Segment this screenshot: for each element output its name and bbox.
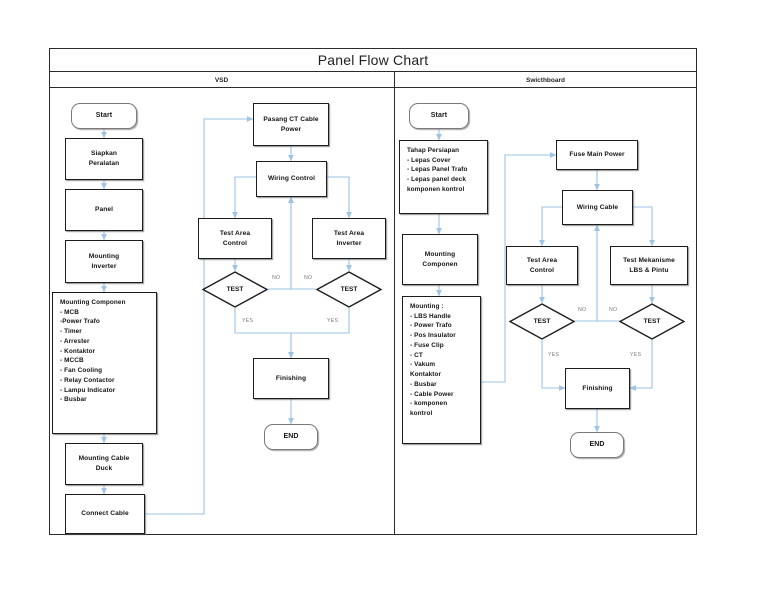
switchboard-test-decision-left[interactable]: TEST: [509, 303, 575, 340]
vsd-finishing-box[interactable]: Finishing: [253, 358, 329, 399]
list-item: - Lepas Cover: [407, 156, 451, 164]
vsd-test-decision-left[interactable]: TEST: [202, 271, 268, 308]
switchboard-edge-label-yes-left: YES: [548, 352, 560, 358]
vsd-end-terminal[interactable]: END: [264, 424, 318, 450]
vsd-mounting-cable-duck-box[interactable]: Mounting Cable Duck: [65, 443, 143, 485]
list-item: - MCB: [60, 308, 79, 316]
decision-label: TEST: [533, 318, 551, 325]
switchboard-fuse-main-power-box[interactable]: Fuse Main Power: [556, 140, 638, 170]
list-item: - Power Trafo: [410, 322, 452, 330]
list-item: Kontaktor: [410, 371, 442, 379]
list-item: - Kontaktor: [60, 347, 96, 355]
list-item: - Fuse Clip: [410, 341, 444, 349]
column-divider: [394, 72, 395, 535]
list-item: - Lepas panel deck: [407, 176, 466, 184]
list-item: - Pos Insulator: [410, 332, 456, 340]
vsd-panel-box[interactable]: Panel: [65, 189, 143, 231]
switchboard-start-terminal[interactable]: Start: [409, 103, 469, 129]
switchboard-end-terminal[interactable]: END: [570, 432, 624, 458]
switchboard-finishing-box[interactable]: Finishing: [565, 368, 630, 409]
vsd-wiring-control-box[interactable]: Wiring Control: [256, 161, 327, 197]
vsd-test-area-inverter-box[interactable]: Test Area Inverter: [312, 218, 386, 259]
switchboard-edge-label-yes-right: YES: [630, 352, 642, 358]
vsd-edge-label-no-left: NO: [272, 275, 281, 281]
decision-label: TEST: [226, 286, 244, 293]
list-item: - Vakum: [410, 361, 436, 369]
list-item: - MCCB: [60, 357, 84, 365]
column-header-row: VSD Swicthboard: [49, 72, 697, 88]
list-item: komponen kontrol: [407, 185, 465, 193]
vsd-test-area-control-box[interactable]: Test Area Control: [198, 218, 272, 259]
list-item: - Lampu Indicator: [60, 386, 116, 394]
vsd-siapkan-peralatan-box[interactable]: Siapkan Peralatan: [65, 138, 143, 180]
list-item: - CT: [410, 351, 423, 359]
list-item: - Timer: [60, 328, 82, 336]
vsd-connect-cable-box[interactable]: Connect Cable: [65, 494, 145, 534]
list-item: - Busbar: [410, 380, 437, 388]
list-heading: Mounting Componen: [60, 299, 126, 306]
column-header-vsd: VSD: [214, 76, 229, 84]
switchboard-mounting-componen-box[interactable]: Mounting Componen: [402, 234, 478, 285]
switchboard-edge-label-no-left: NO: [578, 307, 587, 313]
list-item: - Fan Cooling: [60, 367, 103, 375]
switchboard-test-area-control-box[interactable]: Test Area Control: [506, 246, 578, 285]
vsd-start-terminal[interactable]: Start: [71, 103, 137, 129]
list-item: - Lepas Panel Trafo: [407, 166, 468, 174]
list-item: - Cable Power: [410, 390, 454, 398]
list-item: -Power Trafo: [60, 318, 100, 326]
list-item: - Busbar: [60, 396, 87, 404]
list-item: - LBS Handle: [410, 312, 451, 320]
switchboard-tahap-persiapan-box[interactable]: Tahap Persiapan - Lepas Cover - Lepas Pa…: [399, 140, 488, 214]
page-title: Panel Flow Chart: [317, 51, 429, 68]
vsd-edge-label-yes-left: YES: [242, 318, 254, 324]
column-header-switchboard: Swicthboard: [525, 76, 565, 84]
list-heading: Tahap Persiapan: [407, 147, 460, 154]
list-item: - Arrester: [60, 337, 90, 345]
chart-title-row: Panel Flow Chart: [49, 48, 697, 72]
switchboard-edge-label-no-right: NO: [609, 307, 618, 313]
list-item: - komponen: [410, 400, 448, 408]
vsd-edge-label-yes-right: YES: [327, 318, 339, 324]
switchboard-wiring-cable-box[interactable]: Wiring Cable: [562, 190, 633, 225]
list-heading: Mounting :: [410, 303, 444, 310]
vsd-pasang-ct-cable-power-box[interactable]: Pasang CT Cable Power: [253, 103, 329, 146]
vsd-mounting-componen-list[interactable]: Mounting Componen - MCB -Power Trafo - T…: [52, 292, 157, 434]
list-item: kontrol: [410, 410, 433, 418]
switchboard-mounting-list-box[interactable]: Mounting : - LBS Handle - Power Trafo - …: [402, 296, 481, 444]
vsd-test-decision-right[interactable]: TEST: [316, 271, 382, 308]
vsd-mounting-inverter-box[interactable]: Mounting Inverter: [65, 240, 143, 283]
switchboard-test-decision-right[interactable]: TEST: [619, 303, 685, 340]
decision-label: TEST: [340, 286, 358, 293]
vsd-edge-label-no-right: NO: [304, 275, 313, 281]
switchboard-test-mekanisme-box[interactable]: Test Mekanisme LBS & Pintu: [610, 246, 688, 285]
decision-label: TEST: [643, 318, 661, 325]
list-item: - Relay Contactor: [60, 376, 115, 384]
